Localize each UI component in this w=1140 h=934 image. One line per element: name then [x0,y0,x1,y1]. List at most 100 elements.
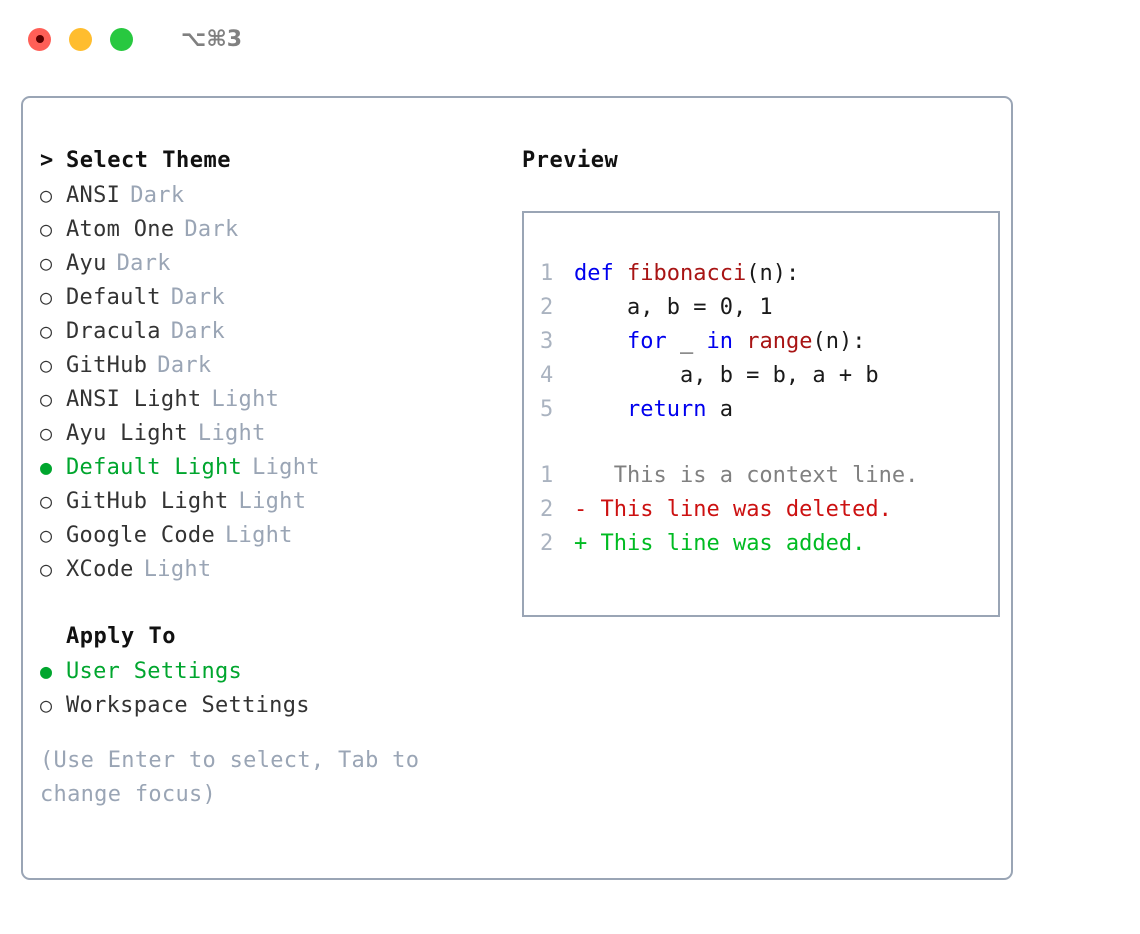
caret-icon: > [40,148,54,173]
theme-option-label: ANSI [66,183,121,208]
theme-option-label: Default [66,285,161,310]
theme-option-xcode[interactable]: ○ XCode Light [40,552,500,586]
radio-unselected-icon: ○ [40,693,53,717]
diff-sign: - [574,497,588,522]
select-theme-heading-label: Select Theme [66,148,231,173]
radio-unselected-icon: ○ [40,421,53,445]
code-token-kw: for [626,329,667,354]
close-button-icon[interactable] [28,27,51,51]
maximize-button-icon[interactable] [110,27,133,51]
theme-option-label: Dracula [66,319,161,344]
code-line: 2 a, b = 0, 1 [540,291,998,325]
diff-sign [574,459,587,493]
theme-variant-badge: Dark [170,319,226,344]
theme-option-dracula[interactable]: ○ Dracula Dark [40,314,500,348]
theme-variant-badge: Dark [170,285,226,310]
theme-variant-badge: Dark [184,217,239,242]
apply-to-heading: Apply To [40,620,500,654]
diff-line-number: 2 [540,497,554,522]
theme-option-google-code[interactable]: ○ Google Code Light [40,518,500,552]
theme-option-label: Google Code [66,523,215,548]
recording-indicator-dot [35,35,44,43]
window-titlebar: ⌥⌘3 [0,0,1140,78]
diff-line-text: This line was added. [587,531,866,556]
diff-line-number: 1 [540,463,554,488]
apply-to-option-label: Workspace Settings [66,693,310,718]
code-token-kw: return [626,397,707,422]
theme-option-ayu-light[interactable]: ○ Ayu Light Light [40,416,500,450]
keyboard-hint-text: (Use Enter to select, Tab to change focu… [40,748,420,807]
theme-option-label: Ayu [66,251,107,276]
theme-option-label: XCode [66,557,134,582]
radio-unselected-icon: ○ [40,387,53,411]
minimize-button-icon[interactable] [69,27,92,51]
code-token-plain: a [706,397,733,422]
theme-variant-badge: Dark [130,183,185,208]
theme-option-label: Default Light [66,455,243,480]
apply-to-option-label: User Settings [66,659,243,684]
theme-option-label: Ayu Light [66,421,188,446]
radio-unselected-icon: ○ [40,557,53,581]
theme-variant-badge: Dark [157,353,212,378]
radio-selected-icon: ● [40,659,53,683]
radio-unselected-icon: ○ [40,251,53,275]
code-line-text: for _ in range(n): [574,325,865,359]
radio-unselected-icon: ○ [40,319,53,343]
code-token-plain [574,329,627,354]
code-line-number: 2 [540,295,554,320]
diff-line-add: 2+ This line was added. [540,527,998,561]
apply-to-option-user-settings[interactable]: ● User Settings [40,654,500,688]
apply-to-option-workspace-settings[interactable]: ○ Workspace Settings [40,688,500,722]
theme-variant-badge: Light [143,557,212,582]
diff-sign: + [574,531,588,556]
preview-heading: Preview [522,148,619,173]
diff-sample: 1 This is a context line.2- This line wa… [540,459,998,561]
diff-line-text: This line was deleted. [587,497,892,522]
code-token-plain: a, b = b, a + b [574,363,879,388]
code-line-text: a, b = b, a + b [574,359,879,393]
code-line-number: 3 [540,329,554,354]
code-line-text: def fibonacci(n): [574,257,799,291]
theme-option-default-light[interactable]: ● Default Light Light [40,450,500,484]
code-line-number: 1 [540,261,554,286]
keyboard-shortcut-label: ⌥⌘3 [181,26,243,52]
code-token-plain [733,329,746,354]
code-line-number: 5 [540,397,554,422]
code-line: 5 return a [540,393,998,427]
radio-unselected-icon: ○ [40,523,53,547]
theme-option-github[interactable]: ○ GitHub Dark [40,348,500,382]
code-token-plain [614,261,627,286]
code-line: 1 def fibonacci(n): [540,257,998,291]
code-diff-gap [540,427,998,459]
theme-variant-badge: Light [211,387,280,412]
theme-option-label: GitHub [66,353,148,378]
theme-option-label: GitHub Light [66,489,229,514]
code-token-plain: _ [666,329,707,354]
theme-variant-badge: Light [252,455,320,480]
theme-variant-badge: Light [225,523,293,548]
radio-unselected-icon: ○ [40,285,53,309]
code-line-number: 4 [540,363,554,388]
theme-variant-badge: Light [197,421,266,446]
traffic-lights [28,27,133,51]
hint-spacer [40,722,500,744]
theme-option-default[interactable]: ○ Default Dark [40,280,500,314]
code-token-plain: a, b = 0, 1 [574,295,773,320]
code-line-text: a, b = 0, 1 [574,291,773,325]
code-token-kw: def [574,261,614,286]
radio-unselected-icon: ○ [40,217,53,241]
theme-variant-badge: Dark [116,251,171,276]
radio-selected-icon: ● [40,455,53,479]
code-token-fn: range [746,329,813,354]
theme-option-ayu[interactable]: ○ Ayu Dark [40,246,500,280]
radio-unselected-icon: ○ [40,353,53,377]
